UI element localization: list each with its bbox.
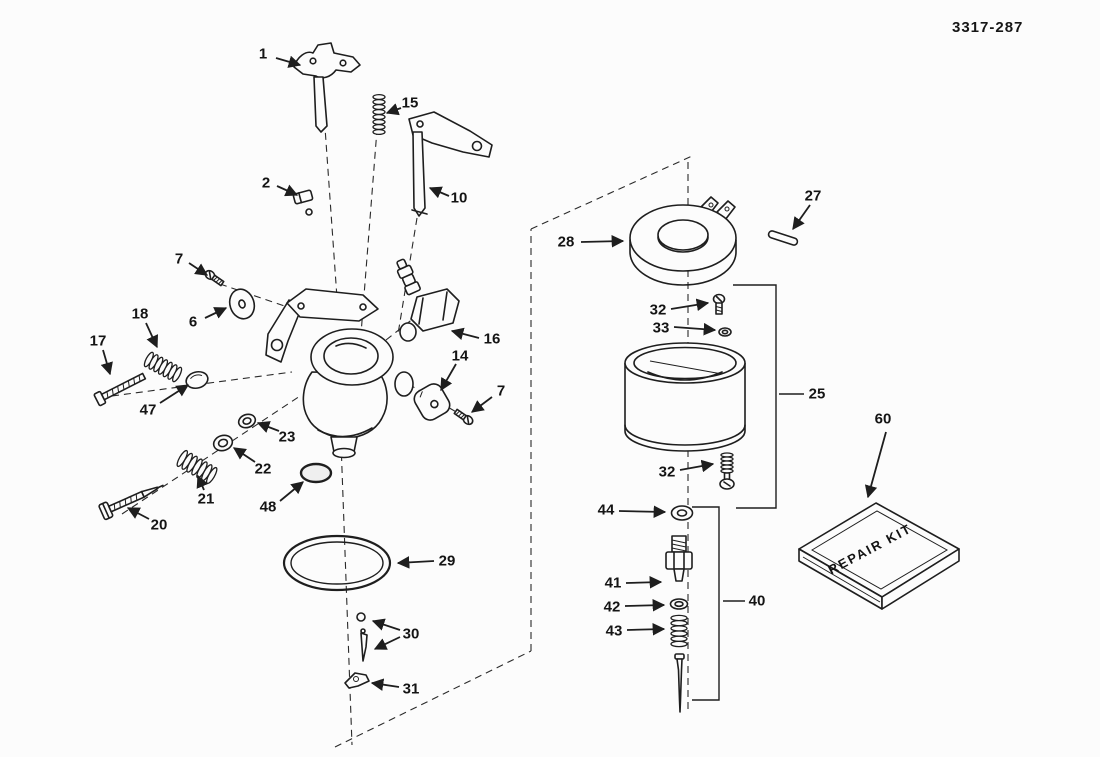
part-label-31: 31 — [402, 680, 420, 698]
drawing-number: 3317-287 — [952, 19, 1024, 36]
part-33-washer-drawing — [718, 327, 732, 337]
part-18-spring-drawing — [143, 351, 183, 383]
part-31-clip-drawing — [344, 672, 370, 689]
part-label-17: 17 — [89, 332, 107, 350]
part-label-6: 6 — [188, 313, 198, 331]
part-43-spring-drawing — [670, 614, 688, 648]
part-23-washer-drawing — [237, 413, 257, 429]
part-label-60: 60 — [874, 410, 892, 428]
part-label-18: 18 — [131, 305, 149, 323]
part-2-clip-drawing — [292, 189, 314, 216]
part-label-16: 16 — [483, 330, 501, 348]
part-label-22: 22 — [254, 460, 272, 478]
part-label-21: 21 — [197, 490, 215, 508]
bowl-needle-drawing — [674, 653, 685, 713]
part-7-screw-lower-drawing — [453, 408, 474, 426]
part-label-44: 44 — [597, 501, 615, 519]
part-label-29: 29 — [438, 552, 456, 570]
part-21-spring-drawing — [176, 449, 218, 485]
part-25-bowl-drawing — [624, 342, 746, 452]
repair-kit-box-drawing: REPAIR KIT — [798, 502, 960, 610]
part-label-32: 32 — [658, 463, 676, 481]
part-6-disc-drawing — [228, 288, 256, 320]
part-label-30: 30 — [402, 625, 420, 643]
part-label-20: 20 — [150, 516, 168, 534]
part-20-screw-drawing — [98, 484, 164, 521]
group-brackets — [692, 284, 804, 701]
part-label-32: 32 — [649, 301, 667, 319]
leader-arrows — [100, 55, 887, 691]
part-27-pin-drawing — [767, 230, 799, 246]
part-label-47: 47 — [139, 401, 157, 419]
part-label-25: 25 — [808, 385, 826, 403]
part-label-2: 2 — [261, 174, 271, 192]
part-32-screw-lower-drawing — [719, 452, 735, 490]
construction-lines — [111, 84, 693, 748]
part-label-7: 7 — [174, 250, 184, 268]
part-label-23: 23 — [278, 428, 296, 446]
part-17-screw-drawing — [93, 372, 147, 407]
part-label-40: 40 — [748, 592, 766, 610]
part-label-48: 48 — [259, 498, 277, 516]
part-label-43: 43 — [605, 622, 623, 640]
part-label-14: 14 — [451, 347, 469, 365]
part-22-washer-drawing — [212, 434, 234, 452]
part-44-washer-drawing — [670, 505, 694, 521]
part-48-plug-drawing — [299, 462, 333, 484]
part-30-needle-drawing — [356, 612, 368, 662]
part-1-lever-drawing — [293, 42, 361, 133]
part-label-28: 28 — [557, 233, 575, 251]
part-32-screw-upper-drawing — [712, 293, 726, 315]
part-label-15: 15 — [401, 94, 419, 112]
part-label-41: 41 — [604, 574, 622, 592]
part-28-float-drawing — [629, 196, 737, 286]
carburetor-body-drawing — [265, 288, 414, 459]
part-label-1: 1 — [258, 45, 268, 63]
part-15-spring-drawing — [372, 93, 386, 136]
part-label-42: 42 — [603, 598, 621, 616]
part-label-33: 33 — [652, 319, 670, 337]
part-label-7: 7 — [496, 382, 506, 400]
part-14-plate-drawing — [413, 383, 451, 421]
part-label-27: 27 — [804, 187, 822, 205]
part-label-10: 10 — [450, 189, 468, 207]
part-10-shaft-drawing — [408, 111, 493, 217]
part-16-fitting-drawing — [396, 258, 460, 342]
part-47-disc-drawing — [185, 370, 209, 390]
part-41-nozzle-drawing — [665, 535, 693, 582]
part-42-washer-drawing — [669, 598, 689, 610]
part-7-screw-upper-drawing — [204, 269, 225, 287]
part-29-gasket-drawing — [282, 534, 392, 592]
